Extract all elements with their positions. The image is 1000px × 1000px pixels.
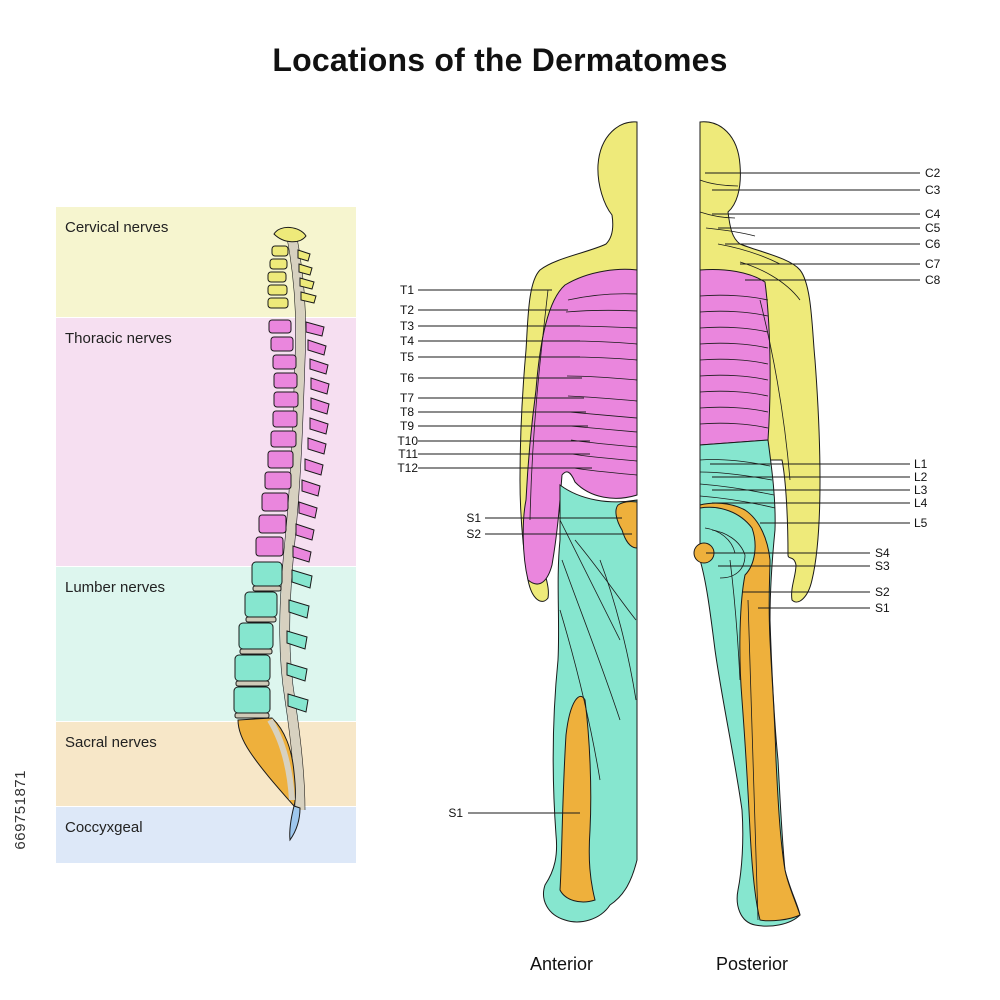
label-s1-shin: S1: [448, 806, 463, 820]
label-c4: C4: [925, 207, 941, 221]
label-t4: T4: [400, 334, 414, 348]
label-l3: L3: [914, 483, 928, 497]
band-thoracic: Thoracic nerves: [56, 318, 356, 566]
label-s2-front: S2: [466, 527, 481, 541]
cervical-vertebrae: [267, 245, 317, 309]
spinal-cord: [280, 237, 306, 811]
anterior-body: [519, 121, 638, 923]
anterior-leader-lines: [418, 289, 632, 814]
label-s1-back: S1: [875, 601, 890, 615]
posterior-body: [693, 121, 821, 927]
anterior-lumbar: [543, 484, 638, 923]
label-l2: L2: [914, 470, 928, 484]
label-s3: S3: [875, 559, 890, 573]
label-c8: C8: [925, 273, 941, 287]
anterior-sacral-shin: [559, 695, 596, 903]
label-t6: T6: [400, 371, 414, 385]
posterior-view-label: Posterior: [716, 954, 789, 974]
vertebra-c1: [273, 227, 307, 243]
label-t2: T2: [400, 303, 414, 317]
band-label-thoracic: Thoracic nerves: [65, 330, 172, 347]
band-label-coccygeal: Coccyxgeal: [65, 819, 143, 836]
posterior-sacral: [699, 502, 801, 922]
anterior-view-label: Anterior: [530, 954, 594, 974]
anterior-sacral-groin: [615, 501, 638, 549]
posterior-labels: C2 C3 C4 C5 C6 C7 C8 L1 L2 L3 L4 L5 S4 S…: [875, 166, 941, 615]
label-c5: C5: [925, 221, 941, 235]
label-t9: T9: [400, 419, 414, 433]
label-t3: T3: [400, 319, 414, 333]
intervertebral-discs: [234, 585, 282, 719]
label-t10: T10: [397, 434, 418, 448]
label-c3: C3: [925, 183, 941, 197]
lumbar-vertebrae: [233, 561, 313, 714]
label-l1: L1: [914, 457, 928, 471]
anterior-labels: T1 T2 T3 T4 T5 T6 T7 T8 T9 T10 T11 T12 S…: [397, 283, 481, 820]
label-t8: T8: [400, 405, 414, 419]
label-c6: C6: [925, 237, 941, 251]
label-l5: L5: [914, 516, 928, 530]
spine-illustration: [233, 227, 330, 842]
label-l4: L4: [914, 496, 928, 510]
label-t12: T12: [397, 461, 418, 475]
label-s2-back: S2: [875, 585, 890, 599]
band-label-sacral: Sacral nerves: [65, 734, 157, 751]
coccyx: [289, 805, 301, 842]
label-t11: T11: [398, 447, 418, 461]
label-t5: T5: [400, 350, 414, 364]
label-t7: T7: [400, 391, 414, 405]
band-label-lumbar: Lumber nerves: [65, 579, 166, 596]
page-title: Locations of the Dermatomes: [272, 42, 728, 78]
band-coccygeal: Coccyxgeal: [56, 807, 356, 863]
label-s1-front: S1: [466, 511, 481, 525]
band-label-cervical: Cervical nerves: [65, 219, 169, 236]
posterior-leader-lines: [705, 172, 920, 609]
label-c7: C7: [925, 257, 941, 271]
thoracic-vertebrae: [255, 319, 330, 563]
label-t1: T1: [400, 283, 414, 297]
label-c2: C2: [925, 166, 941, 180]
band-sacral: Sacral nerves: [56, 722, 356, 806]
label-s4: S4: [875, 546, 890, 560]
